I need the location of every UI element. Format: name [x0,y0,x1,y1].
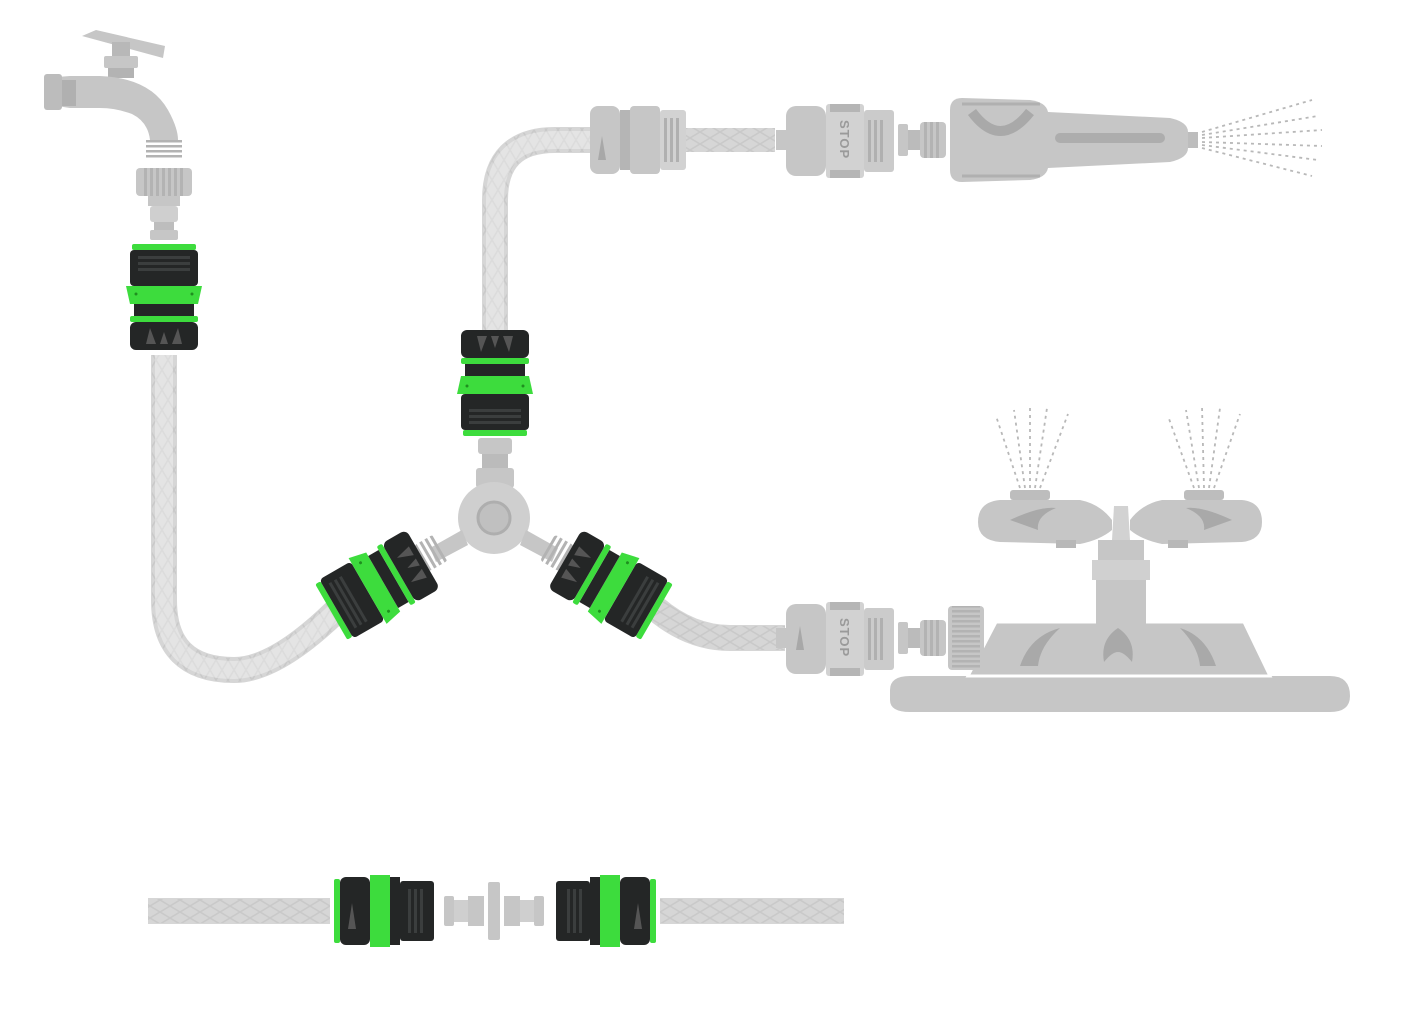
repair-hose-left [148,898,330,924]
top-coupling-icon [590,106,686,174]
nozzle-spray-icon [1201,99,1323,177]
sprinkler-icon [890,490,1350,712]
y-splitter-icon [415,438,573,571]
sprinkler-spray-icon [995,405,1241,489]
tap-adapter-icon [136,168,192,240]
stop-connector-top-icon: STOP [776,104,894,178]
spray-nozzle-icon [950,98,1198,182]
repair-joiner-icon [444,882,544,940]
repair-connector-right-icon [556,875,656,947]
stop-connector-bottom-icon: STOP [776,602,894,676]
stop-label-bottom: STOP [837,618,852,657]
y-top-connector-icon [457,330,533,436]
tap-icon [44,30,182,160]
tap-connector-icon [126,244,202,350]
stop-label-top: STOP [837,120,852,159]
repair-hose-right [660,898,844,924]
repair-connector-left-icon [334,875,434,947]
